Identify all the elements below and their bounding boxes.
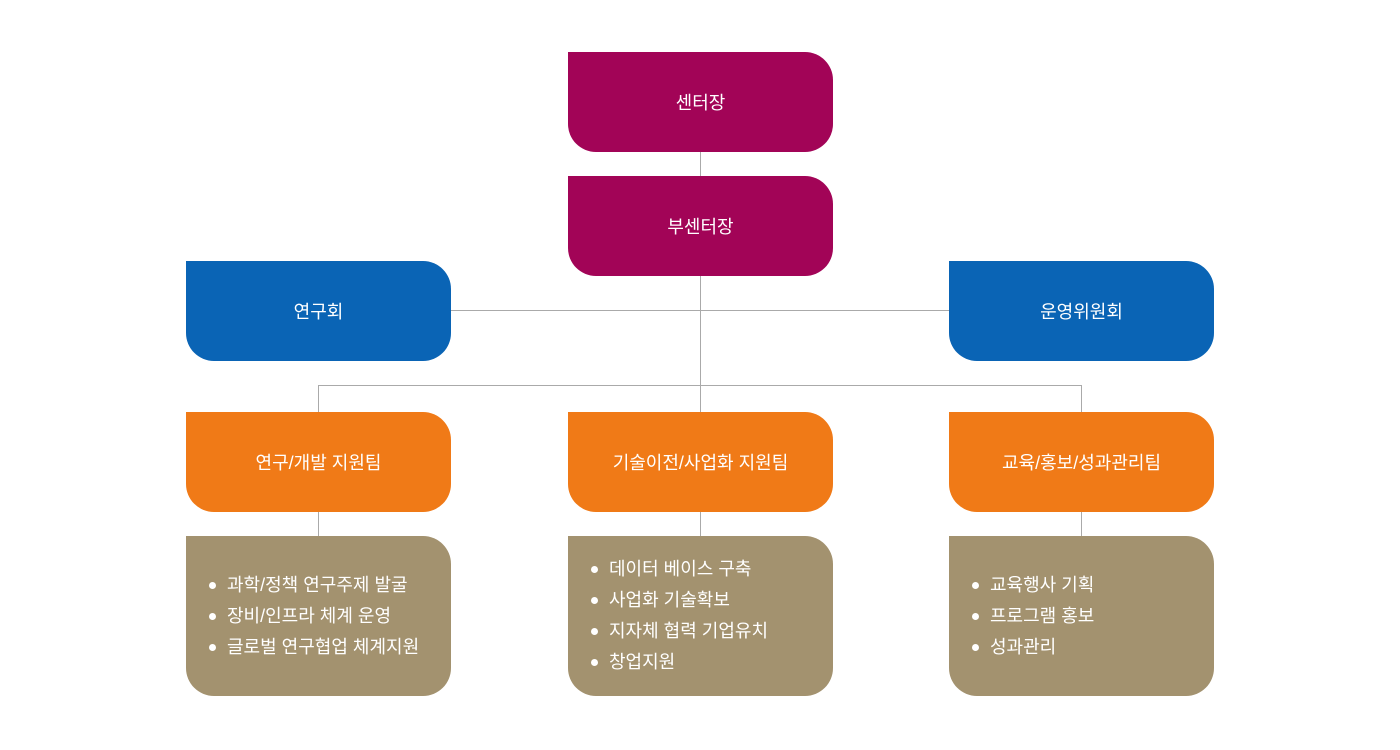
connector-detail-middle [700,512,701,536]
connector-deputy-down [700,276,701,412]
node-label: 부센터장 [667,217,734,237]
node-deputy-director: 부센터장 [568,176,833,276]
node-label: 센터장 [675,93,726,113]
connector-root-deputy [700,152,701,176]
duty-item: 사업화 기술확보 [590,585,768,616]
duty-item: 창업지원 [590,647,768,678]
connector-detail-right [1081,512,1082,536]
node-center-director: 센터장 [568,52,833,152]
connector-committees [451,310,949,311]
duty-item: 지자체 협력 기업유치 [590,616,768,647]
duty-item: 데이터 베이스 구축 [590,554,768,585]
node-label: 연구/개발 지원팀 [255,453,382,473]
duty-item: 장비/인프라 체계 운영 [208,601,419,632]
node-team-education-pr: 교육/홍보/성과관리팀 [949,412,1214,512]
node-label: 운영위원회 [1040,302,1123,322]
duty-item: 프로그램 홍보 [971,601,1094,632]
connector-team-right [1081,385,1082,412]
duty-item: 교육행사 기획 [971,570,1094,601]
connector-detail-left [318,512,319,536]
connector-teams [318,385,1082,386]
node-team-tech-transfer: 기술이전/사업화 지원팀 [568,412,833,512]
node-label: 기술이전/사업화 지원팀 [612,453,789,473]
node-steering-committee: 운영위원회 [949,261,1214,361]
duty-item: 과학/정책 연구주제 발굴 [208,570,419,601]
node-research-council: 연구회 [186,261,451,361]
duty-item: 성과관리 [971,632,1094,663]
node-label: 교육/홍보/성과관리팀 [1001,453,1162,473]
node-team-rnd-support: 연구/개발 지원팀 [186,412,451,512]
connector-team-left [318,385,319,412]
node-label: 연구회 [293,302,344,322]
duty-item: 글로벌 연구협업 체계지원 [208,632,419,663]
